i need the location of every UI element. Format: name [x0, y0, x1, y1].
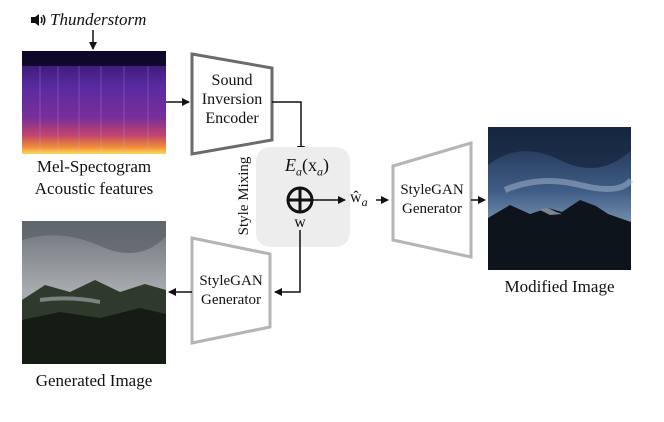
mel-spectrogram-image	[22, 51, 166, 154]
sound-inversion-encoder-block	[190, 52, 274, 156]
mixing-to-generator-bottom-arrow	[274, 230, 301, 296]
encoder-label-line1: Sound	[211, 72, 253, 89]
encoder-output-subscript: a	[296, 164, 302, 179]
generator-bottom-label: StyleGAN Generator	[192, 272, 270, 310]
stylegan-generator-top-block	[391, 140, 473, 259]
encoder-label: Sound Inversion Encoder	[193, 71, 271, 128]
latent-w-label: w	[294, 214, 306, 231]
generator-top-label-line1: StyleGAN	[400, 182, 464, 198]
encoder-output-expression: Ea(xa)	[285, 155, 329, 179]
mixed-latent-subscript: a	[361, 195, 368, 210]
audio-label-group: Thunderstorm	[30, 9, 146, 31]
encoder-output-argument: x	[308, 155, 317, 175]
spectrogram-caption-line2: Acoustic features	[34, 179, 154, 198]
style-mixing-box	[256, 147, 350, 247]
generator-bottom-label-line1: StyleGAN	[199, 273, 263, 289]
mixed-latent-symbol: ŵ	[350, 189, 362, 206]
encoder-label-line3: Encoder	[205, 110, 259, 127]
spectrogram-caption: Mel-Spectogram Acoustic features	[8, 156, 180, 200]
style-mixing-label: Style Mixing	[236, 156, 252, 236]
generated-image-caption: Generated Image	[35, 371, 153, 390]
modified-image-caption: Modified Image	[504, 277, 615, 296]
generator-top-label-line2: Generator	[402, 201, 462, 217]
encoder-output-argument-subscript: a	[317, 164, 323, 179]
spectrogram-caption-line1: Mel-Spectogram	[36, 157, 152, 176]
stylegan-generator-bottom-block	[190, 236, 272, 345]
encoder-to-mixing-arrow	[272, 101, 305, 154]
mixed-latent-label: ŵa	[350, 189, 368, 210]
encoder-label-line2: Inversion	[201, 91, 263, 108]
oplus-icon	[286, 186, 314, 214]
encoder-output-symbol: E	[285, 155, 296, 175]
modified-image	[488, 127, 634, 270]
audio-label: Thunderstorm	[50, 10, 147, 29]
speaker-icon	[31, 14, 46, 26]
generated-image	[22, 221, 166, 364]
generator-top-label: StyleGAN Generator	[393, 181, 471, 219]
generator-bottom-label-line2: Generator	[201, 292, 261, 308]
